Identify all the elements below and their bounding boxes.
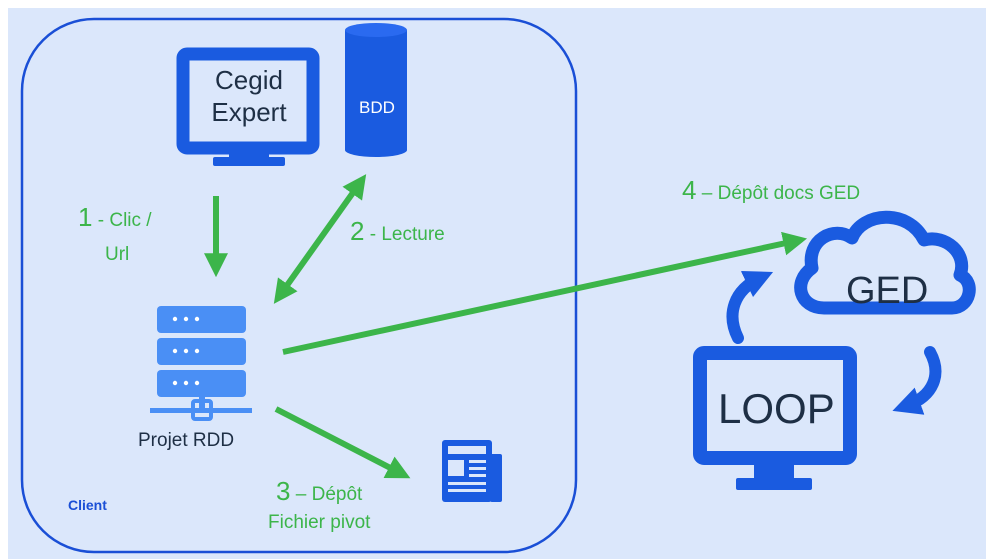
step-3-number: 3 <box>276 476 291 506</box>
server-icon <box>150 306 252 421</box>
sync-arrow-up-icon <box>726 270 774 344</box>
ged-label: GED <box>846 270 929 312</box>
step-4-number: 4 <box>682 175 697 205</box>
step-2-number: 2 <box>350 216 365 246</box>
projet-label: Projet RDD <box>138 430 235 451</box>
arrow-step-2 <box>273 174 367 304</box>
cegid-label-line1: Cegid <box>215 65 283 95</box>
arrow-step-4 <box>282 231 808 355</box>
database-icon <box>345 23 407 157</box>
step-3-text-line2: Fichier pivot <box>268 512 371 533</box>
document-icon <box>442 440 502 502</box>
cegid-monitor-icon <box>176 47 320 166</box>
cloud-icon <box>794 210 976 315</box>
step-2-text: - Lecture <box>364 224 445 245</box>
step-4-label: 4 – Dépôt docs GED <box>682 175 860 206</box>
step-1-number: 1 <box>78 202 93 232</box>
step-1-label: 1 - Clic / <box>78 202 152 233</box>
step-3-label: 3 – Dépôt <box>276 476 362 507</box>
step-1-text-line2: Url <box>105 244 130 265</box>
cegid-label-line2: Expert <box>211 97 287 127</box>
loop-label: LOOP <box>718 385 835 432</box>
arrow-step-3 <box>274 406 411 479</box>
cegid-label: Cegid Expert <box>200 64 298 128</box>
client-label: Client <box>68 497 107 513</box>
sync-arrow-down-icon <box>892 346 942 415</box>
step-3-text: – Dépôt <box>290 484 363 505</box>
step-4-text: – Dépôt docs GED <box>696 183 861 204</box>
bdd-label: BDD <box>359 98 395 117</box>
step-1-text: - Clic / <box>92 210 152 231</box>
loop-monitor-icon <box>693 346 857 490</box>
step-2-label: 2 - Lecture <box>350 216 445 247</box>
